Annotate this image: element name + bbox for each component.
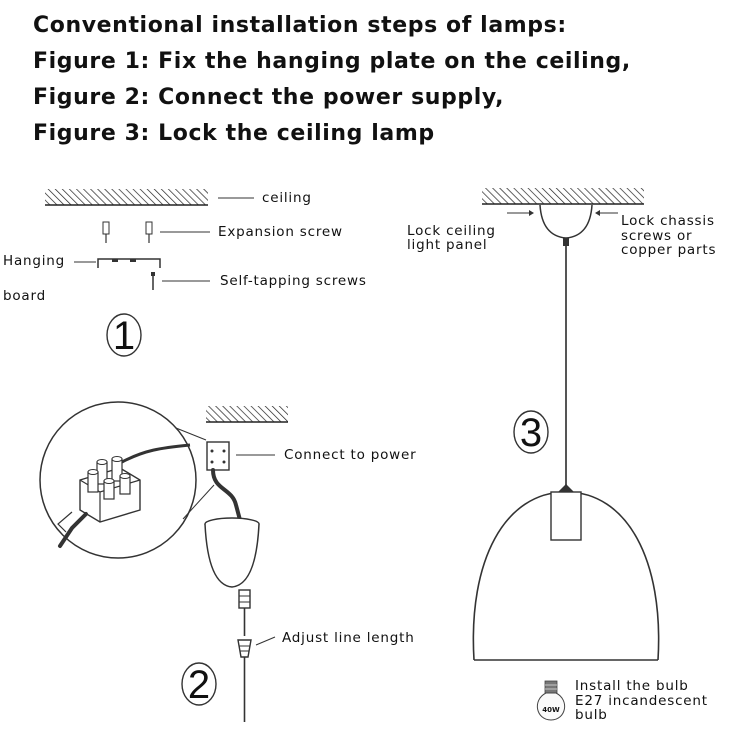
figure-2: Connect to power Adjust line length: [39, 401, 416, 722]
connect-power-label: Connect to power: [284, 447, 416, 463]
terminal-block-icon: [79, 456, 141, 523]
ceiling-hatch-3: [482, 188, 644, 204]
detail-wire-strip: [57, 511, 73, 533]
heading-line-3: Figure 2: Connect the power supply,: [33, 85, 504, 110]
detail-connector-bottom: [182, 484, 215, 520]
bracket-slot-right: [130, 259, 136, 262]
step-number-3: 3: [520, 411, 542, 455]
heading-line-4: Figure 3: Lock the ceiling lamp: [33, 121, 435, 146]
cord-grip: [238, 589, 251, 636]
shade-cap: [558, 484, 574, 492]
figure-1: ceiling Expansion screw Hanging board Se…: [3, 189, 367, 358]
lock-panel-label-1: Lock ceiling: [407, 223, 496, 239]
detail-wire-out: [58, 512, 88, 548]
step-number-2: 2: [188, 663, 210, 707]
leader-adjust: [255, 636, 276, 646]
self-tapping-screw-icon: [151, 272, 155, 290]
figure-3: Lock ceiling light panel Lock chassis sc…: [407, 188, 716, 723]
detail-connector-top: [175, 427, 207, 441]
bulb-label-1: Install the bulb: [575, 678, 689, 694]
expansion-screw-label: Expansion screw: [218, 224, 343, 240]
detail-wire-in: [121, 443, 191, 464]
junction-box: [206, 441, 230, 471]
arrow-lock-left-head: [529, 210, 534, 216]
bracket-slot-left: [112, 259, 118, 262]
lock-chassis-label-1: Lock chassis: [621, 213, 715, 229]
cord-grip-top: [563, 238, 569, 246]
ceiling-label: ceiling: [262, 190, 312, 206]
step-number-circle-3: [513, 410, 549, 454]
lamp-socket: [550, 491, 582, 541]
lock-chassis-label-3: copper parts: [621, 242, 716, 258]
lock-chassis-label-2: screws or: [621, 228, 692, 244]
arrow-lock-right-head: [595, 210, 600, 216]
bulb-wattage: 40W: [542, 706, 560, 714]
supply-cable: [211, 468, 242, 522]
adjust-length-label: Adjust line length: [282, 630, 415, 646]
hanging-board-bracket: [97, 258, 161, 268]
heading-line-2: Figure 1: Fix the hanging plate on the c…: [33, 49, 631, 74]
ceiling-hatch-2: [206, 406, 288, 422]
ceiling-canopy: [539, 204, 593, 239]
self-tapping-label: Self-tapping screws: [220, 273, 367, 289]
lock-panel-label-2: light panel: [407, 237, 487, 253]
hanging-board-label-1: Hanging: [3, 253, 65, 269]
expansion-screw-icon: [102, 221, 153, 243]
line-adjuster: [237, 639, 252, 658]
ceiling-hatch-1: [45, 189, 208, 205]
hanging-board-label-2: board: [3, 288, 46, 304]
heading-line-1: Conventional installation steps of lamps…: [33, 13, 567, 38]
bulb-label-3: bulb: [575, 707, 608, 723]
light-bulb-icon: 40W: [536, 680, 566, 721]
step-number-circle-2: [181, 662, 217, 706]
canopy-cup: [204, 523, 260, 588]
step-number-circle-1: [106, 313, 142, 357]
bulb-label-2: E27 incandescent: [575, 693, 708, 709]
step-number-1: 1: [113, 314, 135, 358]
heading: Conventional installation steps of lamps…: [33, 13, 631, 146]
magnifier-detail: [39, 401, 215, 559]
